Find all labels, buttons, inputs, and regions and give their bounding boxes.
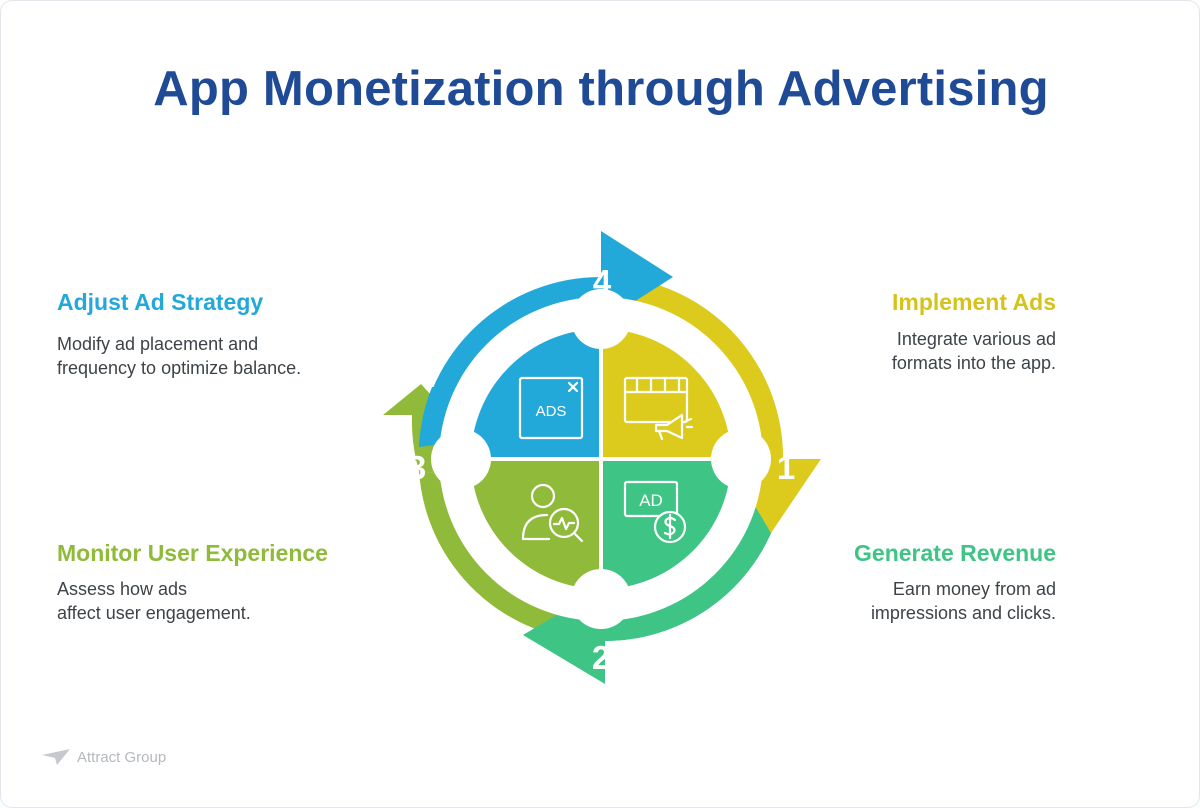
ads-window-icon: ADS: [518, 376, 584, 440]
step-3-description-line-2: affect user engagement.: [57, 603, 251, 623]
step-4-number: 4: [593, 263, 612, 300]
page-title: App Monetization through Advertising: [153, 62, 1049, 116]
step-2-number: 2: [592, 639, 610, 676]
step-3-description-line-1: Assess how ads: [57, 579, 188, 599]
arrow-step-4: [419, 231, 673, 447]
ad-video-megaphone-icon: [623, 376, 694, 441]
step-2-description-line-2: impressions and clicks.: [870, 603, 1056, 623]
step-4-description-line-2: frequency to optimize balance.: [57, 358, 302, 378]
ad-dollar-icon-label: AD: [639, 491, 663, 510]
step-2-description: Earn money from ad impressions and click…: [871, 577, 1056, 625]
step-3-description: Assess how ads affect user engagement.: [57, 577, 251, 625]
brand-name: Attract Group: [77, 748, 167, 766]
step-4-description: Modify ad placement and frequency to opt…: [57, 332, 301, 380]
ads-window-icon-label: ADS: [536, 403, 567, 420]
arrow-step-1: [631, 279, 821, 533]
step-2-heading: Generate Revenue: [854, 540, 1056, 566]
step-1-description: Integrate various ad formats into the ap…: [892, 327, 1056, 375]
step-1-heading: Implement Ads: [891, 289, 1056, 315]
step-2-description-line-1: Earn money from ad: [892, 579, 1056, 599]
step-4-heading: Adjust Ad Strategy: [57, 289, 264, 315]
ad-dollar-icon: AD: [623, 480, 687, 544]
user-analytics-icon: [521, 483, 584, 543]
step-1-number: 1: [777, 449, 795, 486]
step-1-description-line-1: Integrate various ad: [896, 329, 1056, 349]
step-4-description-line-1: Modify ad placement and: [57, 334, 259, 354]
step-1-description-line-2: formats into the app.: [891, 353, 1056, 373]
step-3-heading: Monitor User Experience: [57, 540, 328, 566]
brand-logo: Attract Group: [41, 747, 166, 767]
brand-icon: [42, 749, 70, 765]
step-3-number: 3: [408, 449, 426, 486]
